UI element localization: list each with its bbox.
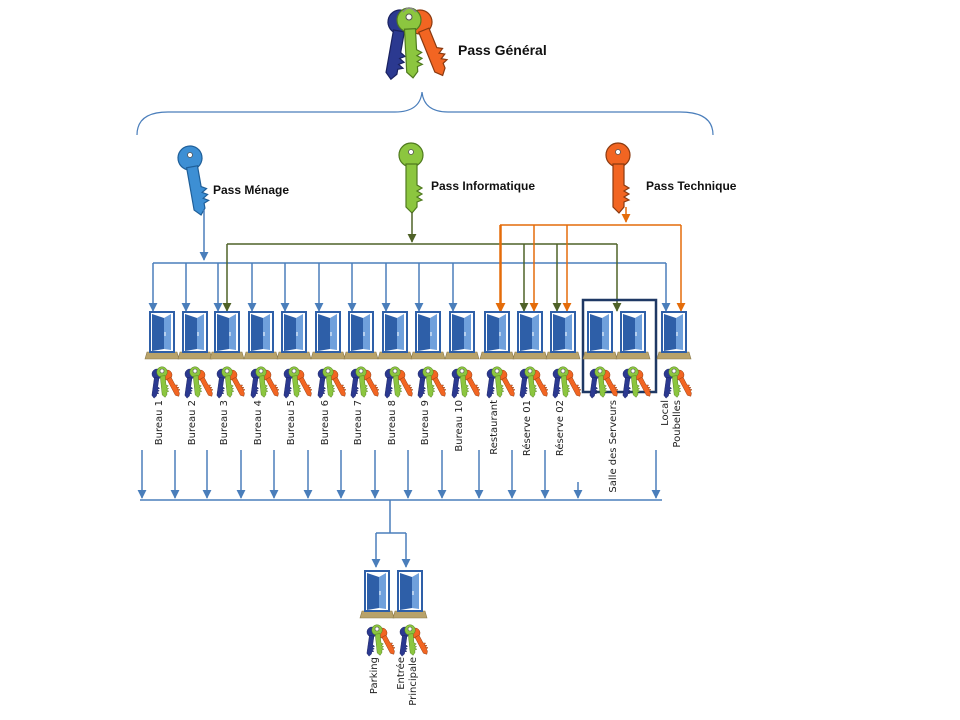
- key-trio-icon: [248, 366, 282, 399]
- door-label: Bureau 7: [353, 400, 364, 445]
- door-label: LocalPoubelles: [660, 400, 683, 448]
- door-icon: [582, 311, 618, 360]
- menage-key-icon: [175, 143, 213, 218]
- door-icon: [545, 311, 581, 360]
- door-r-serve-01: Réserve 01: [512, 311, 551, 456]
- door-icon: [276, 311, 312, 360]
- door-label: Bureau 6: [320, 400, 331, 445]
- door-bureau-10: Bureau 10: [444, 311, 483, 452]
- door-label: Bureau 8: [387, 400, 398, 445]
- shared-exit-lines: [137, 450, 662, 568]
- door-bureau-3: Bureau 3: [209, 311, 248, 445]
- general-key-icon: [377, 5, 454, 82]
- door-bureau-6: Bureau 6: [310, 311, 349, 445]
- door-icon: [656, 311, 692, 360]
- entrance-label: EntréePrincipale: [395, 657, 419, 706]
- door-label: Réserve 01: [521, 400, 533, 456]
- door-bureau-4: Bureau 4: [243, 311, 282, 445]
- door-label: Salle des Serveurs: [608, 400, 619, 493]
- key-trio-icon: [315, 366, 349, 399]
- informatique-pass-label: Pass Informatique: [431, 179, 535, 193]
- door-label: Bureau 9: [420, 400, 431, 445]
- door-restaurant: Restaurant: [479, 311, 518, 455]
- door-icon: [177, 311, 213, 360]
- entrance-entr-e-principale: EntréePrincipale: [392, 570, 431, 706]
- door-label: Bureau 2: [187, 400, 198, 445]
- informatique-access-lines: [222, 212, 622, 312]
- door-icon: [310, 311, 346, 360]
- door-icon: [392, 570, 428, 619]
- key-trio-icon: [415, 366, 449, 399]
- key-trio-icon: [550, 366, 584, 399]
- door-bureau-8: Bureau 8: [377, 311, 416, 445]
- key-trio-icon: [281, 366, 315, 399]
- door-label: Bureau 5: [286, 400, 297, 445]
- door-label: Bureau 4: [253, 400, 264, 445]
- door-bureau-2: Bureau 2: [177, 311, 216, 445]
- door-bureau-1: Bureau 1: [144, 311, 183, 445]
- key-trio-icon: [484, 366, 518, 399]
- entrance-parking: Parking: [359, 570, 398, 694]
- door-icon: [512, 311, 548, 360]
- entrance-label: Parking: [369, 657, 380, 694]
- door-icon: [479, 311, 515, 360]
- key-trio-icon: [348, 366, 382, 399]
- general-pass-label: Pass Général: [458, 42, 547, 58]
- door-label: Bureau 10: [454, 400, 465, 452]
- door-label: Restaurant: [489, 400, 500, 455]
- key-trio-icon: [661, 366, 695, 399]
- key-trio-icon: [364, 624, 398, 657]
- door-icon: [144, 311, 180, 360]
- door-icon: [410, 311, 446, 360]
- technique-access-lines: [495, 207, 686, 312]
- door-bureau-9: Bureau 9: [410, 311, 449, 445]
- door-label: Bureau 3: [219, 400, 230, 445]
- door-bureau-7: Bureau 7: [343, 311, 382, 445]
- door-icon: [209, 311, 245, 360]
- key-trio-icon: [620, 366, 654, 399]
- key-trio-icon: [587, 366, 621, 399]
- key-trio-icon: [517, 366, 551, 399]
- menage-access-lines: [148, 210, 671, 312]
- technique-pass-label: Pass Technique: [646, 179, 737, 193]
- key-trio-icon: [382, 366, 416, 399]
- key-trio-icon: [182, 366, 216, 399]
- door-bureau-5: Bureau 5: [276, 311, 315, 445]
- door-r-serve-02: Réserve 02: [545, 311, 584, 456]
- door-icon: [444, 311, 480, 360]
- key-trio-icon: [214, 366, 248, 399]
- key-trio-icon: [449, 366, 483, 399]
- door-icon: [377, 311, 413, 360]
- hierarchy-brace: [136, 91, 714, 136]
- door-local-poubelles: LocalPoubelles: [656, 311, 695, 448]
- door-salle-des-serveurs: Salle des Serveurs: [582, 311, 654, 493]
- door-icon: [243, 311, 279, 360]
- door-icon: [343, 311, 379, 360]
- door-icon: [359, 570, 395, 619]
- key-trio-icon: [149, 366, 183, 399]
- menage-pass-label: Pass Ménage: [213, 183, 289, 197]
- server-room-box: [581, 298, 658, 394]
- door-label: Réserve 02: [554, 400, 566, 456]
- door-icon: [615, 311, 651, 360]
- key-trio-icon: [397, 624, 431, 657]
- door-label: Bureau 1: [154, 400, 165, 445]
